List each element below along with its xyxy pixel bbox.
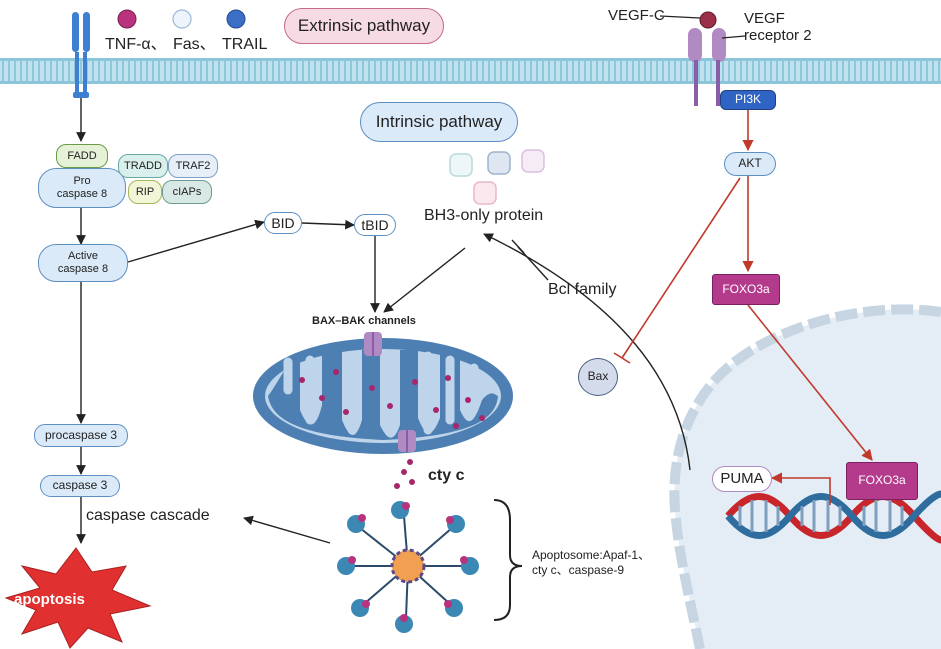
puma-pill: PUMA bbox=[712, 466, 772, 492]
cytochrome-c-dots bbox=[299, 369, 485, 489]
extrinsic-pathway-title: Extrinsic pathway bbox=[284, 8, 444, 44]
apoptosome-brace bbox=[493, 499, 523, 621]
akt-pill: AKT bbox=[724, 152, 776, 176]
vegf-c-label: VEGF-C bbox=[608, 7, 665, 24]
trail-legend-icon bbox=[226, 9, 246, 29]
black-arrows bbox=[76, 98, 691, 544]
bax-node: Bax bbox=[578, 358, 618, 396]
tnf-legend-icon bbox=[117, 9, 137, 29]
cyt-c-label: cty c bbox=[428, 467, 465, 484]
vegf-receptor-label: VEGF receptor 2 bbox=[744, 10, 812, 45]
mitochondrion bbox=[253, 338, 513, 454]
apoptosis-label: apoptosis bbox=[14, 591, 85, 608]
apoptosome-core bbox=[390, 548, 426, 584]
pi3k-pill: PI3K bbox=[720, 90, 776, 110]
pro-caspase8-pill: Pro caspase 8 bbox=[38, 168, 126, 208]
bax-bak-channels-label: BAX–BAK channels bbox=[312, 315, 416, 327]
tnf-label: TNF-α、 bbox=[105, 36, 167, 53]
bh3-protein-icons bbox=[449, 149, 545, 205]
tradd-pill: TRADD bbox=[118, 154, 168, 178]
apoptosis-burst bbox=[4, 547, 152, 649]
fadd-pill: FADD bbox=[56, 144, 108, 168]
foxo3a-cytoplasm-pill: FOXO3a bbox=[712, 274, 780, 305]
ciaps-pill: cIAPs bbox=[162, 180, 212, 204]
death-receptor-icon bbox=[72, 12, 90, 98]
bcl-family-label: Bcl family bbox=[548, 281, 617, 298]
procaspase3-pill: procaspase 3 bbox=[34, 424, 128, 447]
bh3-only-protein-label: BH3-only protein bbox=[424, 207, 544, 224]
caspase3-pill: caspase 3 bbox=[40, 475, 120, 497]
trail-label: TRAIL bbox=[222, 36, 268, 53]
fas-label: Fas、 bbox=[173, 36, 216, 53]
cell-membrane bbox=[0, 58, 941, 84]
tbid-pill: tBID bbox=[354, 214, 396, 236]
traf2-pill: TRAF2 bbox=[168, 154, 218, 178]
dna-icon bbox=[725, 490, 941, 544]
bax-bak-channel-icon bbox=[364, 332, 416, 452]
caspase-cascade-label: caspase cascade bbox=[86, 507, 210, 524]
active-caspase8-pill: Active caspase 8 bbox=[38, 244, 128, 282]
vegf-c-ligand-icon bbox=[699, 11, 717, 29]
foxo3a-nucleus-pill: FOXO3a bbox=[846, 462, 918, 500]
bid-pill: BID bbox=[264, 212, 302, 234]
vegf-receptor-icon bbox=[688, 28, 726, 106]
rip-pill: RIP bbox=[128, 180, 162, 204]
nucleus bbox=[669, 304, 941, 649]
apoptosome-label: Apoptosome:Apaf-1、 cty c、caspase-9 bbox=[532, 548, 651, 577]
fas-legend-icon bbox=[172, 9, 192, 29]
intrinsic-pathway-title: Intrinsic pathway bbox=[360, 102, 518, 142]
red-arrows bbox=[613, 110, 873, 505]
